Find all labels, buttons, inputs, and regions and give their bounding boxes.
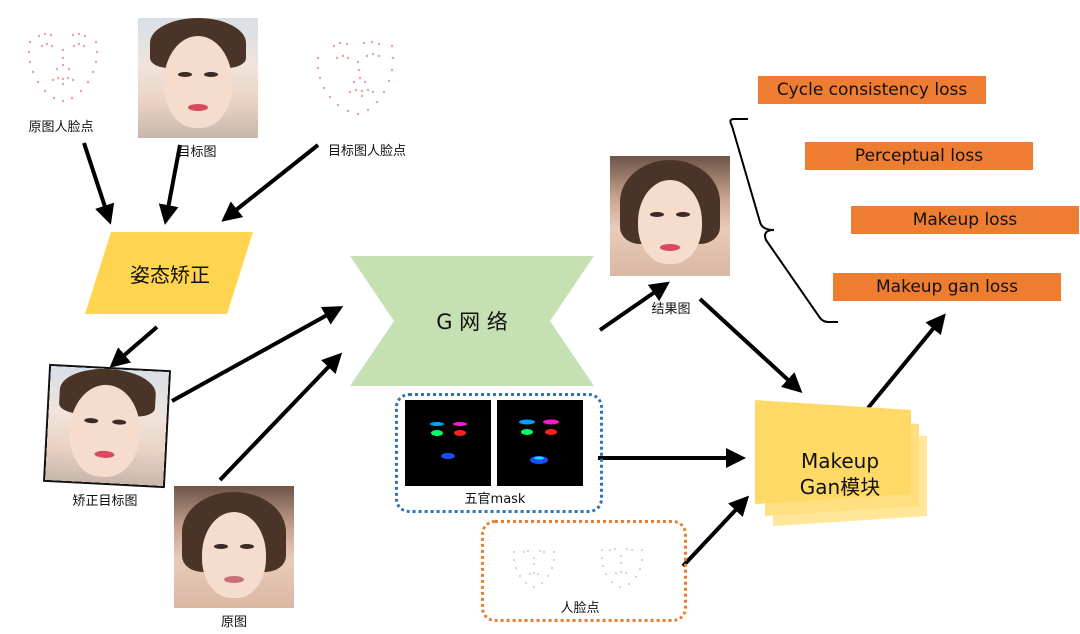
makeup-gan-label: Makeup Gan模块: [770, 448, 910, 500]
result-image: [610, 156, 730, 276]
pose-correction-label: 姿态矫正: [130, 262, 210, 287]
g-network-shape: [350, 256, 594, 386]
target-image: [138, 18, 258, 138]
loss-brace: [729, 118, 838, 323]
arrow-points-to-gan: [681, 495, 750, 568]
face-points-image-1: [513, 550, 555, 588]
mask-label: 五官mask: [464, 492, 526, 507]
face-points-image-2: [601, 548, 643, 588]
arrow-corrected-to-g: [171, 306, 344, 403]
g-network-label: G 网 络: [436, 310, 508, 334]
loss-cycle-consistency: Cycle consistency loss: [758, 76, 986, 104]
corrected-target-label: 矫正目标图: [72, 494, 138, 509]
arrow-target-landmarks-to-pose: [221, 143, 320, 222]
target-landmarks-image: [316, 40, 395, 116]
target-landmarks-label: 目标图人脸点: [327, 144, 406, 159]
source-landmarks-image: [27, 32, 99, 103]
mask-panel-2: [497, 400, 583, 486]
loss-makeup-gan: Makeup gan loss: [833, 273, 1061, 301]
face-points-group: [481, 520, 687, 622]
makeup-gan-module: [755, 400, 927, 526]
original-image: [174, 486, 294, 608]
loss-makeup: Makeup loss: [851, 206, 1079, 234]
makeup-gan-label-line1: Makeup: [800, 449, 880, 473]
arrow-original-to-g: [218, 352, 343, 482]
original-label: 原图: [220, 615, 247, 630]
mask-panel-1: [405, 400, 491, 486]
makeup-gan-label-line2: Gan模块: [799, 475, 881, 499]
arrow-target-to-pose: [158, 144, 182, 225]
arrow-pose-to-corrected: [109, 325, 159, 368]
source-landmarks-label: 原图人脸点: [28, 120, 94, 135]
pose-correction-box: [85, 232, 253, 314]
arrow-gan-to-losses: [866, 313, 946, 410]
target-image-label: 目标图: [177, 145, 217, 160]
arrow-g-to-result: [598, 281, 670, 332]
loss-perceptual: Perceptual loss: [805, 142, 1033, 170]
arrow-result-to-gan: [698, 297, 803, 394]
result-label: 结果图: [651, 302, 691, 317]
face-points-label: 人脸点: [560, 601, 600, 616]
arrow-src-landmarks-to-pose: [82, 142, 115, 225]
mask-group: [395, 393, 603, 513]
corrected-target-image: [45, 365, 169, 487]
